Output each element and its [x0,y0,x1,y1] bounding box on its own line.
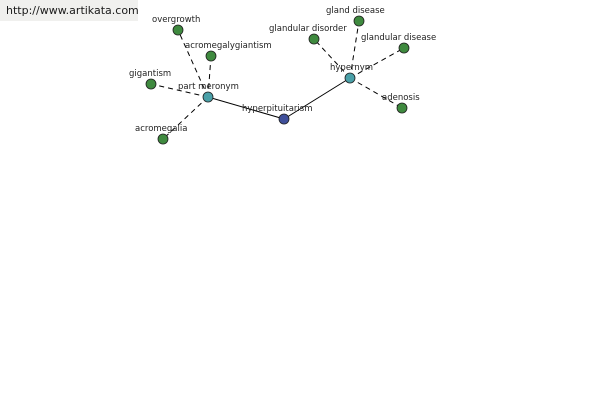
source-url-banner[interactable]: http://www.artikata.com [0,0,139,21]
edge-part-meronym-acromegalygiantism [207,55,212,98]
leaf-node-acromegalia[interactable] [157,133,169,145]
center-node-hyperpituitarism[interactable] [278,113,290,125]
graph-nodes [145,15,410,145]
edge-hypernym-glandular-disease [349,47,405,79]
node-label-gigantism[interactable]: gigantism [129,69,171,79]
node-label-acromegalygiantism[interactable]: acromegalygiantism [185,41,272,51]
edge-part-meronym-acromegalia [162,96,209,140]
node-label-glandular-disease[interactable]: glandular disease [361,33,436,43]
node-label-hyperpituitarism[interactable]: hyperpituitarism [242,104,312,114]
graph-labels: hyperpituitarism part meronym hypernym over… [129,6,436,134]
node-label-adenosis[interactable]: adenosis [382,93,420,103]
edge-part-meronym-gigantism [150,83,209,98]
node-label-acromegalia[interactable]: acromegalia [135,124,187,134]
node-label-gland-disease[interactable]: gland disease [326,6,385,16]
edge-part-meronym-overgrowth [177,29,209,98]
leaf-node-acromegalygiantism[interactable] [205,50,217,62]
node-label-overgrowth[interactable]: overgrowth [152,15,200,25]
leaf-node-glandular-disorder[interactable] [308,33,320,45]
node-label-glandular-disorder[interactable]: glandular disorder [269,24,347,34]
relation-node-hypernym[interactable] [344,72,356,84]
leaf-node-glandular-disease[interactable] [398,42,410,54]
node-label-part-meronym[interactable]: part meronym [178,82,239,92]
node-label-hypernym[interactable]: hypernym [330,63,373,73]
leaf-node-gland-disease[interactable] [353,15,365,27]
edge-hypernym-gland-disease [349,20,360,79]
relation-node-part-meronym[interactable] [202,91,214,103]
edge-hypernym-adenosis [349,77,403,109]
graph-edges [150,20,405,140]
edge-hyperpituitarism-hypernym [283,77,351,120]
leaf-node-overgrowth[interactable] [172,24,184,36]
edge-hyperpituitarism-part-meronym [207,96,285,120]
leaf-node-gigantism[interactable] [145,78,157,90]
leaf-node-adenosis[interactable] [396,102,408,114]
